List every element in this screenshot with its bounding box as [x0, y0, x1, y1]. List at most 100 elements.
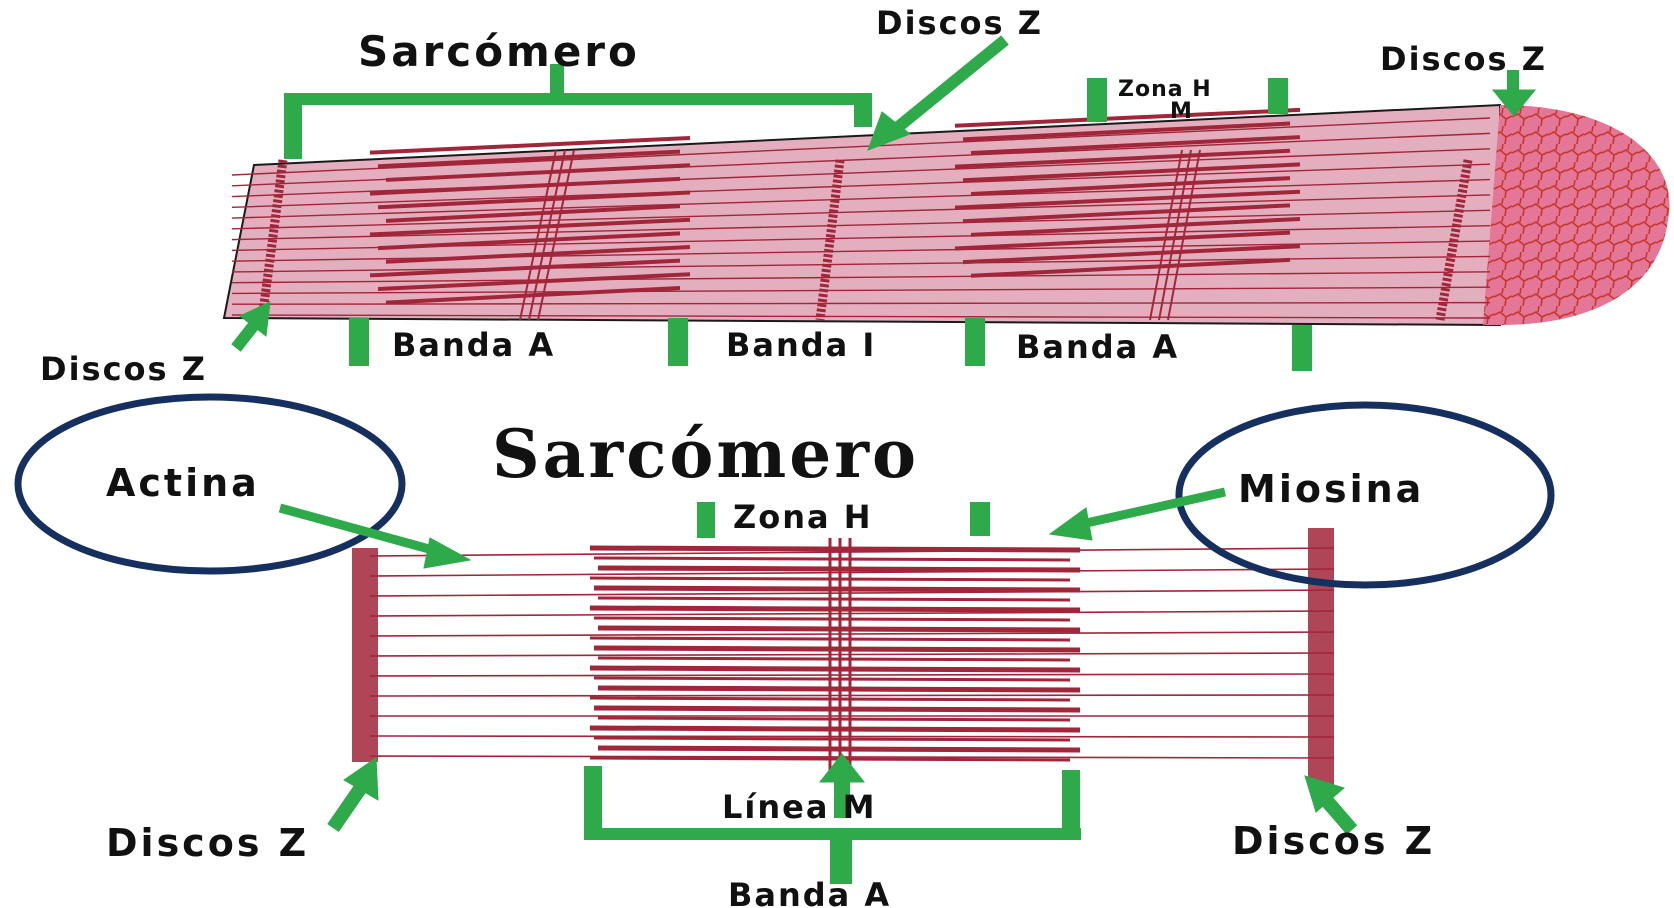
myosin-line [369, 217, 691, 237]
myosin-line [962, 162, 1301, 183]
myosin-line [954, 107, 1301, 128]
banda-a-left-label: Banda A [392, 326, 555, 364]
m-line [537, 149, 575, 321]
top-filaments [231, 107, 1491, 321]
actin-line [231, 271, 1491, 284]
myosin-line [970, 135, 1301, 156]
myosin-line [377, 149, 681, 169]
myosin-line [377, 231, 681, 251]
m-line [528, 149, 566, 321]
actin-line [231, 209, 1491, 241]
myosin-line [385, 245, 691, 264]
actin-line [369, 755, 1335, 759]
myosin-line [962, 121, 1291, 142]
actin-line [231, 194, 1491, 230]
muscle-fiber [222, 103, 1670, 327]
arrow-discos-z-right [1491, 89, 1537, 117]
myosin-line [954, 189, 1301, 210]
myosin-line [597, 656, 1071, 662]
bottom-brackets [584, 502, 1081, 884]
zona-h-bracket-right [1268, 78, 1288, 114]
myosin-line [593, 556, 1071, 562]
discos-z-right-label: Discos Z [1380, 40, 1547, 78]
actina-circle [14, 393, 406, 575]
actin-line [369, 673, 1335, 677]
actin-line [369, 735, 1335, 738]
myosin-line [597, 716, 1071, 722]
myosin-line [962, 244, 1301, 265]
bottom-title: Sarcómero [492, 415, 919, 493]
arrow-discos-z-top [867, 111, 912, 151]
myosin-line [593, 705, 1081, 713]
m-line [519, 149, 557, 321]
actin-line [231, 286, 1491, 295]
miosina-label: Miosina [1238, 467, 1424, 511]
myosin-line [385, 204, 681, 223]
banda-a-bracket-bar [584, 828, 1081, 840]
actin-line [369, 694, 1335, 697]
banda-a-bracket-left [584, 766, 602, 840]
arrow-actina [423, 537, 472, 569]
myosin-line [970, 257, 1291, 278]
myosin-line [954, 148, 1291, 169]
m-line [1167, 149, 1201, 321]
arrow-miosina [1048, 507, 1093, 541]
sarcomere-bracket-stem [550, 64, 564, 98]
z-disc [1435, 159, 1473, 321]
m-line [1158, 149, 1192, 321]
sarcomere-bracket-bar [284, 93, 870, 105]
m-line [1149, 149, 1183, 321]
myosin-line [385, 163, 691, 182]
myosin-line [954, 230, 1291, 251]
sarcomere-bracket-right [854, 93, 872, 127]
banda-a-right-label: Banda A [1016, 328, 1179, 366]
actin-line [231, 314, 1491, 319]
z-disc [815, 159, 845, 321]
myosin-line [597, 596, 1071, 602]
banda-a-bracket-right [1062, 770, 1080, 840]
top-title: Sarcómero [358, 27, 640, 76]
band-mark-4 [1292, 325, 1312, 371]
myosin-line [589, 725, 1081, 733]
m-top-label: M [1170, 99, 1193, 124]
actin-line [231, 178, 1491, 219]
actina-label: Actina [106, 461, 260, 505]
band-mark-3 [965, 318, 985, 366]
bottom-arrows [278, 487, 1358, 835]
myosin-line [369, 135, 691, 155]
sarcomere-bracket-left [284, 93, 302, 159]
myosin-line [369, 258, 681, 278]
discos-z-bottom-left-label: Discos Z [106, 821, 309, 865]
actin-line [369, 547, 1335, 557]
fiber-cross-section [1483, 105, 1670, 325]
myosin-line [593, 616, 1071, 622]
discos-z-bottom-right-label: Discos Z [1232, 819, 1435, 863]
actin-line [231, 301, 1491, 305]
discos-z-top-label: Discos Z [876, 4, 1043, 42]
arrow-linea-m [818, 753, 866, 783]
myosin-line [589, 665, 1081, 673]
banda-a-label: Banda A [728, 876, 891, 908]
myosin-line [962, 203, 1291, 224]
linea-m-label: Línea M [722, 788, 876, 826]
myosin-line [593, 736, 1071, 742]
actin-line [369, 610, 1335, 617]
band-mark-1 [349, 318, 369, 366]
myosin-line [377, 190, 691, 210]
myosin-line [593, 676, 1071, 682]
zona-h-bracket-right [970, 502, 990, 536]
myosin-line [377, 272, 691, 292]
banda-a-bracket-stem [830, 840, 852, 884]
zona-h-label: Zona H [733, 498, 872, 536]
zona-h-bracket-left [1087, 78, 1107, 122]
arrow-discos-z-right [1304, 775, 1346, 813]
z-disc-left [352, 548, 378, 762]
arrow-discos-z-left [343, 757, 379, 801]
banda-i-label: Banda I [726, 326, 876, 364]
zona-h-top-label: Zona H [1118, 77, 1212, 102]
band-mark-2 [668, 318, 688, 366]
myosin-line [593, 645, 1081, 653]
top-brackets [284, 64, 1312, 371]
myosin-line [369, 176, 681, 196]
